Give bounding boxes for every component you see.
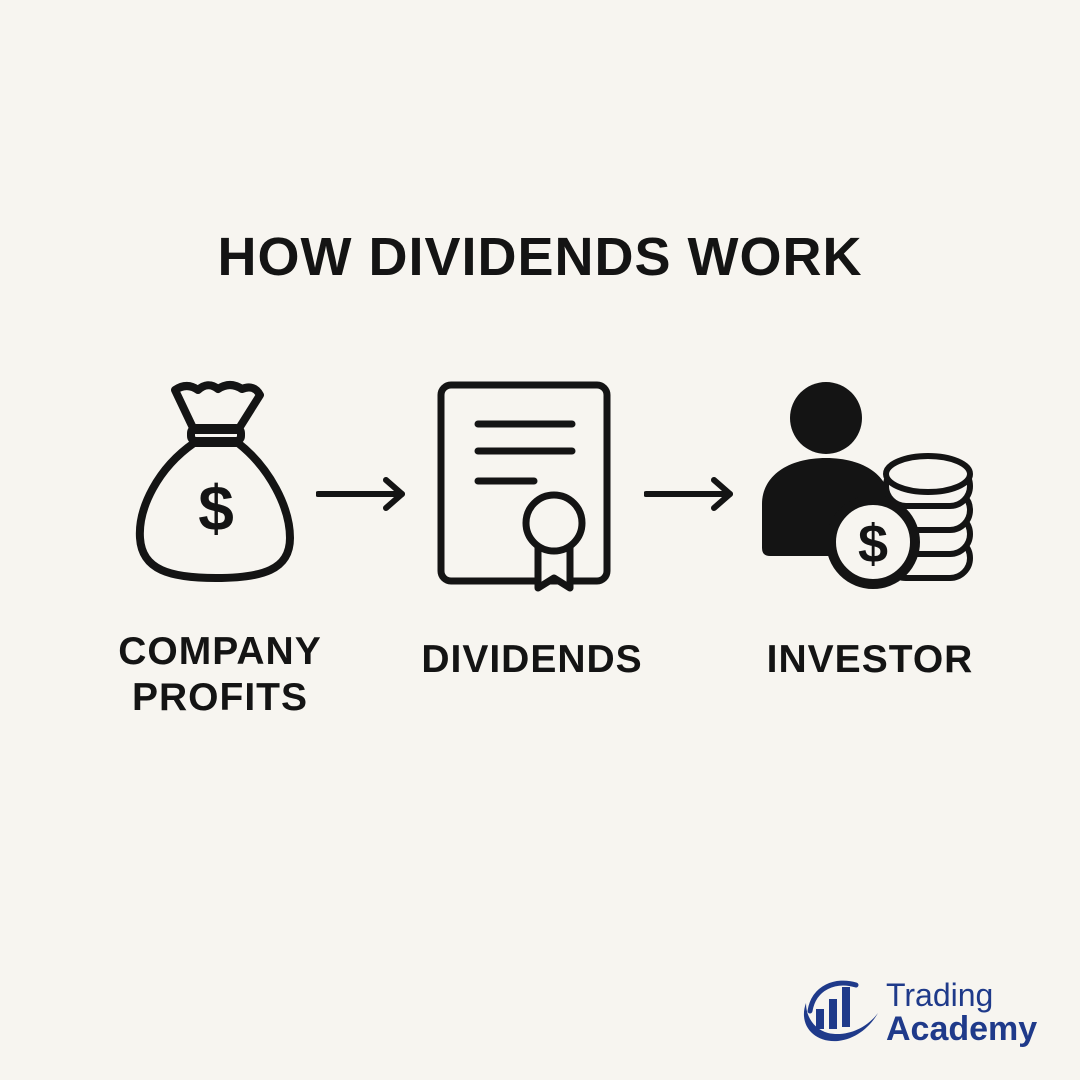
step-label-line: PROFITS — [131, 676, 308, 719]
bar-chart-swoosh-icon — [803, 980, 878, 1042]
step-label-dividends: DIVIDENDS — [400, 637, 664, 683]
brand-name-line1: Trading — [886, 977, 994, 1013]
step-label-company-profits: COMPANY PROFITS — [90, 629, 350, 721]
arrow-right-icon — [315, 476, 408, 517]
investor-coins-icon: $ — [758, 380, 980, 590]
step-label-line: DIVIDENDS — [421, 638, 643, 681]
money-bag-icon: $ — [130, 380, 300, 585]
step-label-line: COMPANY — [118, 630, 322, 673]
arrow-right-icon — [643, 476, 736, 517]
brand-logo: Trading Academy — [800, 975, 1060, 1055]
svg-text:$: $ — [198, 472, 234, 544]
page-title: HOW DIVIDENDS WORK — [217, 227, 863, 287]
brand-name-line2: Academy — [886, 1010, 1038, 1048]
step-label-line: INVESTOR — [766, 638, 974, 681]
step-label-investor: INVESTOR — [740, 637, 1000, 683]
certificate-icon — [436, 380, 612, 596]
svg-text:$: $ — [858, 514, 888, 574]
